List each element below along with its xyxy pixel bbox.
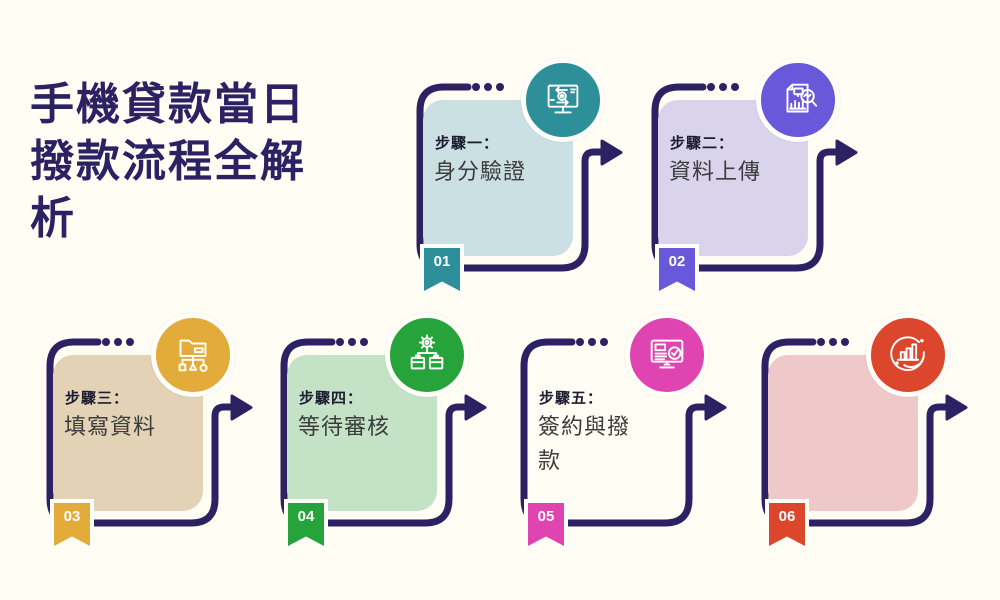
- step-title: 填寫資料: [64, 414, 157, 439]
- step-card-4: 04 步驟四： 等待審核: [274, 310, 504, 565]
- step-label: 步驟三：: [65, 390, 130, 407]
- step-card-5: 05 步驟五： 簽約與撥款: [514, 310, 744, 565]
- flow-outline-arrow: [280, 338, 487, 527]
- page-title: 手機貸款當日撥款流程全解析: [30, 80, 306, 244]
- monitor-sync-icon: [547, 84, 579, 114]
- step-title: 簽約與撥款: [538, 414, 631, 474]
- folder-structure-icon: [178, 339, 208, 372]
- bar-chart-circle-icon: [890, 336, 925, 371]
- flow-outline-arrow: [651, 83, 858, 272]
- flow-outline-arrow: [416, 83, 623, 272]
- step-icon-circle: [625, 313, 709, 397]
- monitor-check-icon: [650, 339, 684, 369]
- gear-briefcase-icon: [410, 334, 444, 370]
- flow-outline-arrow: [520, 338, 727, 527]
- step-label: 步驟四：: [299, 390, 364, 407]
- step-label: 步驟五：: [539, 390, 604, 407]
- step-icon-circle: [521, 58, 605, 142]
- step-icon-circle: [866, 313, 950, 397]
- step-icon-circle: [151, 313, 235, 397]
- flow-outline-arrow: [761, 338, 968, 527]
- step-title: 等待審核: [298, 414, 391, 439]
- step-number-badge: 06: [765, 499, 809, 551]
- step-card-2: 02 步驟二： 資料上傳: [645, 55, 875, 310]
- step-number-badge: 02: [655, 244, 699, 296]
- document-analysis-icon: [786, 83, 818, 113]
- step-icon-circle: [756, 58, 840, 142]
- step-title: 身分驗證: [434, 159, 527, 184]
- step-label: 步驟一：: [435, 135, 500, 152]
- step-card-1: 01 步驟一： 身分驗證: [410, 55, 640, 310]
- flow-outline-arrow: [46, 338, 253, 527]
- step-card-3: 03 步驟三： 填寫資料: [40, 310, 270, 565]
- step-card-6: 06: [755, 310, 985, 565]
- step-icon-circle: [385, 313, 469, 397]
- step-number-badge: 01: [420, 244, 464, 296]
- step-title: 資料上傳: [669, 159, 762, 184]
- step-label: 步驟二：: [670, 135, 735, 152]
